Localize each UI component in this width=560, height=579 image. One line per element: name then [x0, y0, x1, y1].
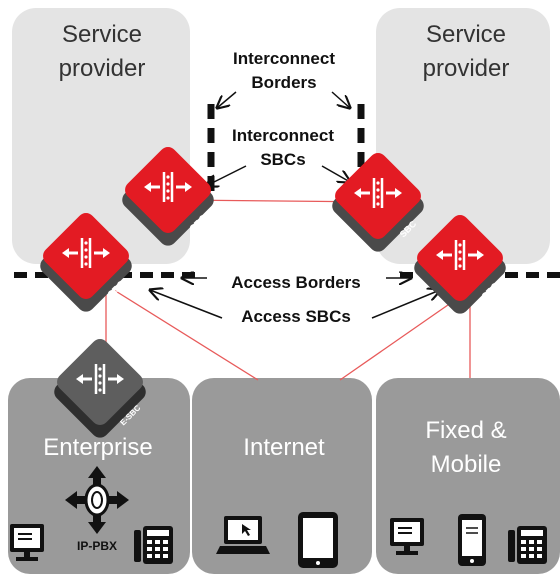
arrow-to-left-interconnect-border: [217, 91, 237, 108]
phone-icon: [134, 526, 173, 564]
access-sbcs-annotation: Access SBCs: [241, 307, 351, 326]
fixed-mobile-line2: Mobile: [431, 451, 502, 478]
service-provider-left-line1: Service: [62, 21, 142, 48]
interconnect-borders-line2: Borders: [251, 73, 316, 92]
smartphone-icon: [458, 514, 486, 566]
service-provider-left-line2: provider: [59, 55, 146, 82]
arrow-to-right-interconnect-border: [331, 91, 350, 108]
fixed-mobile-line1: Fixed &: [425, 417, 506, 444]
interconnect-borders-annotation: Interconnect Borders: [233, 49, 335, 92]
access-borders-annotation: Access Borders: [231, 273, 360, 292]
interconnect-sbcs-line1: Interconnect: [232, 126, 334, 145]
interconnect-borders-line1: Interconnect: [233, 49, 335, 68]
arrow-to-left-access-sbc: [150, 290, 223, 319]
interconnect-sbcs-annotation: Interconnect SBCs: [232, 126, 334, 169]
arrow-to-left-interconnect-sbc: [206, 165, 247, 186]
service-provider-right-line1: Service: [426, 21, 506, 48]
enterprise-label: Enterprise: [43, 434, 152, 461]
internet-label: Internet: [243, 434, 325, 461]
arrow-to-right-access-sbc: [371, 290, 440, 319]
laptop-icon: [216, 516, 270, 554]
access-sbcs-label: Access SBCs: [241, 307, 351, 326]
internet-network: Internet: [192, 378, 372, 574]
service-provider-right-line2: provider: [423, 55, 510, 82]
arrow-to-right-interconnect-sbc: [321, 165, 350, 182]
interconnect-sbcs-line2: SBCs: [260, 150, 305, 169]
access-borders-label: Access Borders: [231, 273, 360, 292]
ippbx-label: IP-PBX: [77, 539, 117, 553]
ippbx-icon[interactable]: [65, 466, 129, 534]
phone-icon: [508, 526, 547, 564]
tablet-icon: [298, 512, 338, 568]
